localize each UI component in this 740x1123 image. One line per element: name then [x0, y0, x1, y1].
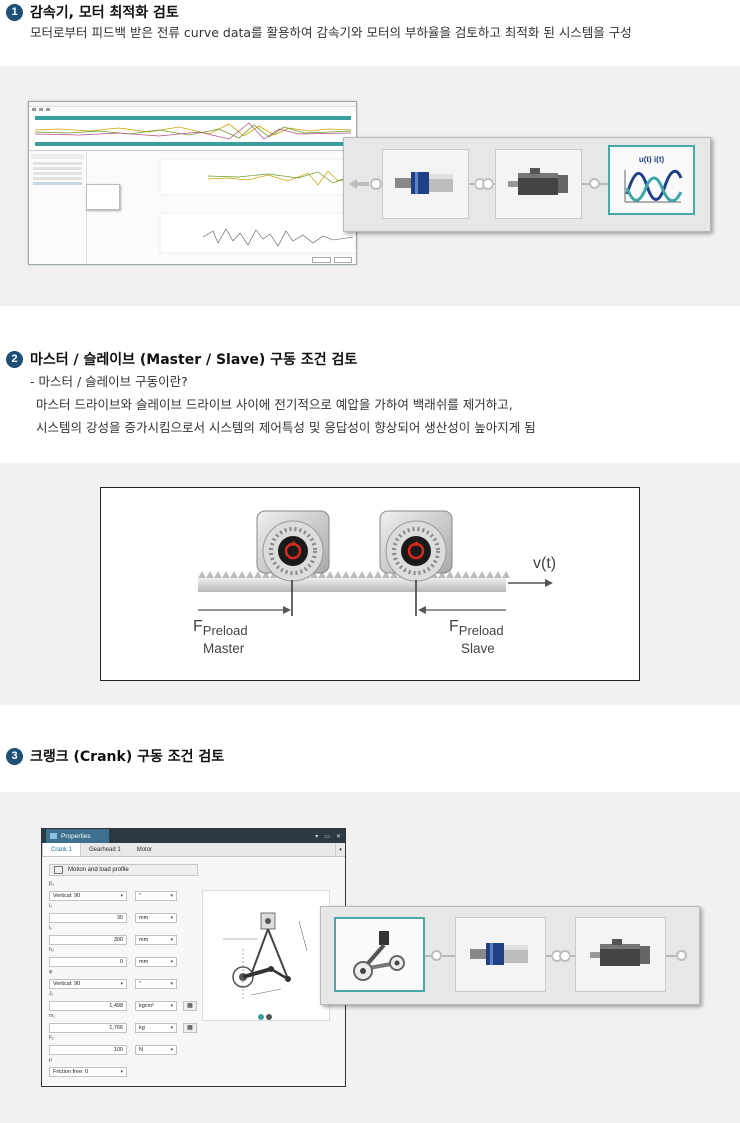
master-label: Master — [203, 641, 245, 656]
gearhead-tile[interactable] — [382, 149, 469, 219]
l1-input[interactable]: 300 — [49, 935, 127, 945]
current-curve-plot — [34, 116, 352, 146]
j1-input[interactable]: 1,498 — [49, 1001, 127, 1011]
field-label: β₀ — [49, 881, 54, 887]
motor-tile[interactable] — [495, 149, 582, 219]
section-title: 크랭크 (Crank) 구동 조건 검토 — [30, 749, 225, 765]
calculator-icon[interactable]: ▦ — [183, 1001, 197, 1011]
section-number-badge: 3 — [6, 747, 23, 765]
secondary-plots — [159, 158, 356, 254]
motor-icon — [507, 168, 568, 195]
velocity-label: v(t) — [533, 555, 557, 572]
h0-unit-select[interactable]: mm▾ — [135, 957, 177, 967]
chain-tile-label: u(t) i(t) — [638, 155, 665, 164]
section-number-badge: 1 — [6, 3, 23, 21]
section-title: 감속기, 모터 최적화 검토 — [30, 5, 179, 21]
calculator-icon[interactable]: ▦ — [183, 1023, 197, 1033]
section-title: 마스터 / 슬레이브 (Master / Slave) 구동 조건 검토 — [30, 352, 358, 368]
section-3-header: 3 크랭크 (Crank) 구동 조건 검토 — [6, 746, 224, 766]
rack-teeth — [198, 571, 510, 578]
properties-panel: Properties ▾ ▭ ✕ Crank 1 Gearhead 1 Moto… — [41, 828, 346, 1087]
master-force-label: FPreload — [193, 618, 248, 638]
beta-unit-select[interactable]: °▾ — [135, 891, 177, 901]
tabs-menu-icon[interactable]: ▾ — [335, 843, 345, 856]
section-1-header: 1 감속기, 모터 최적화 검토 — [6, 2, 179, 22]
slave-force-label: FPreload — [449, 618, 504, 638]
coupling-icon — [552, 950, 570, 962]
section-number-badge: 2 — [6, 350, 23, 368]
m2-unit-select[interactable]: kg▾ — [135, 1023, 177, 1033]
crank-icon — [352, 930, 405, 981]
motor-icon — [589, 938, 650, 966]
properties-titlebar: Properties ▾ ▭ ✕ — [42, 829, 345, 843]
connector-node — [431, 950, 442, 961]
properties-tabs: Crank 1 Gearhead 1 Motor ▾ — [42, 843, 345, 857]
connector-node — [676, 950, 687, 961]
field-label: φ — [49, 969, 53, 975]
section-subheading: - 마스터 / 슬레이브 구동이란? — [30, 374, 188, 389]
beta-select[interactable]: Vertical: 90▾ — [49, 891, 127, 901]
master-slave-diagram: v(t) FPreload Master FPreload Slave — [100, 487, 640, 681]
m2-input[interactable]: 1,766 — [49, 1023, 127, 1033]
l0-unit-select[interactable]: mm▾ — [135, 913, 177, 923]
sine-curve-icon — [624, 169, 682, 203]
field-label: l₁ — [49, 925, 52, 931]
crank-drive-chain-panel — [320, 906, 700, 1005]
field-label: μ — [49, 1057, 52, 1063]
l0-input[interactable]: 30 — [49, 913, 127, 923]
crank-tile[interactable] — [334, 917, 425, 992]
restore-icon[interactable]: ▭ — [324, 833, 330, 840]
properties-tab[interactable]: Properties — [46, 829, 109, 843]
section-description: 모터로부터 피드백 받은 전류 curve data를 활용하여 감속기와 모터… — [30, 25, 632, 40]
field-label: m₂ — [49, 1013, 56, 1019]
friction-select[interactable]: Friction free: 0▾ — [49, 1067, 127, 1077]
crank-mechanism-graphic — [223, 912, 308, 1020]
gearhead-icon — [469, 942, 528, 965]
j1-unit-select[interactable]: kgcm²▾ — [135, 1001, 177, 1011]
rack-and-pinion-graphic — [198, 510, 553, 616]
phi-select[interactable]: Vertical: 90▾ — [49, 979, 127, 989]
rack-bar — [198, 578, 506, 592]
section-1-band: u(t) i(t) — [0, 66, 740, 306]
panel-icon — [50, 833, 57, 839]
dropdown-icon[interactable]: ▾ — [315, 833, 319, 840]
tab-gearhead[interactable]: Gearhead 1 — [89, 846, 121, 853]
section-description-line: 시스템의 강성을 증가시킴으로서 시스템의 제어특성 및 응답성이 향상되어 생… — [36, 420, 536, 435]
gearhead-tile[interactable] — [455, 917, 546, 992]
motion-profile-button[interactable]: Motion and load profile — [49, 864, 198, 876]
master-drive — [256, 510, 330, 616]
crank-diagram — [202, 890, 330, 1021]
tab-motor[interactable]: Motor — [136, 846, 153, 853]
h0-input[interactable]: 0 — [49, 957, 127, 967]
section-3-band: Properties ▾ ▭ ✕ Crank 1 Gearhead 1 Moto… — [0, 792, 740, 1123]
section-description-line: 마스터 드라이브와 슬레이브 드라이브 사이에 전기적으로 예압을 가하여 백래… — [36, 397, 513, 412]
connector-node — [589, 178, 600, 189]
tab-crank[interactable]: Crank 1 — [42, 843, 82, 856]
slave-drive — [379, 510, 453, 616]
phi-unit-select[interactable]: °▾ — [135, 979, 177, 989]
current-curve-tile[interactable]: u(t) i(t) — [608, 145, 695, 215]
f2-unit-select[interactable]: N▾ — [135, 1045, 177, 1055]
arrow-left-icon — [349, 178, 382, 190]
slave-label: Slave — [461, 641, 495, 656]
l1-unit-select[interactable]: mm▾ — [135, 935, 177, 945]
coupling-icon — [475, 178, 493, 190]
field-label: J₁ — [49, 991, 54, 997]
drive-chain-panel: u(t) i(t) — [343, 137, 711, 232]
gearhead-icon — [394, 172, 453, 194]
profile-icon — [54, 866, 63, 874]
field-label: l₀ — [49, 903, 53, 909]
section-2-header: 2 마스터 / 슬레이브 (Master / Slave) 구동 조건 검토 — [6, 349, 357, 369]
analysis-software-screenshot — [28, 101, 357, 265]
f2-input[interactable]: 100 — [49, 1045, 127, 1055]
section-2-band: v(t) FPreload Master FPreload Slave — [0, 463, 740, 705]
close-icon[interactable]: ✕ — [335, 833, 341, 840]
field-label: h₀ — [49, 947, 54, 953]
motor-tile[interactable] — [575, 917, 666, 992]
field-label: F₂ — [49, 1035, 54, 1041]
